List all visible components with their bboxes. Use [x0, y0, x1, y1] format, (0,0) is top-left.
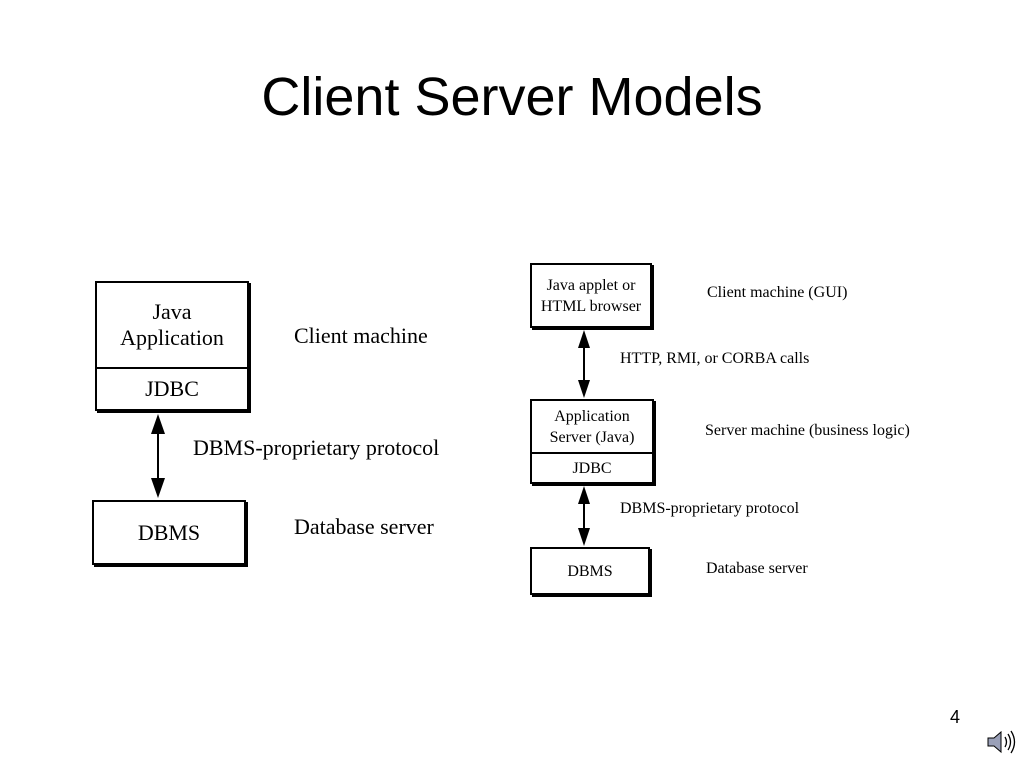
- application-server-line1: Application: [554, 407, 630, 425]
- right-dbms-box: DBMS: [530, 547, 650, 595]
- right-jdbc-box: JDBC: [530, 452, 654, 484]
- left-jdbc-label: JDBC: [145, 376, 199, 401]
- java-applet-box: Java applet or HTML browser: [530, 263, 652, 328]
- left-jdbc-box: JDBC: [95, 367, 249, 411]
- java-applet-line1: Java applet or: [546, 276, 636, 294]
- left-dbms-box: DBMS: [92, 500, 246, 565]
- right-jdbc-label: JDBC: [572, 459, 612, 477]
- slide-title: Client Server Models: [261, 67, 763, 127]
- java-application-line2: Application: [120, 325, 224, 350]
- right-protocol-head-down: [578, 528, 590, 546]
- right-client-machine-label: Client machine (GUI): [707, 284, 848, 301]
- right-server-machine-label: Server machine (business logic): [705, 422, 910, 439]
- right-calls-head-up: [578, 330, 590, 348]
- left-protocol-label: DBMS-proprietary protocol: [193, 435, 440, 460]
- left-dbms-label: DBMS: [137, 519, 201, 545]
- java-application-box: Java Application: [95, 281, 249, 369]
- page-number: 4: [950, 707, 961, 727]
- left-database-server-label: Database server: [294, 514, 434, 539]
- right-calls-label: HTTP, RMI, or CORBA calls: [620, 350, 810, 367]
- speaker-icon[interactable]: [986, 728, 1018, 756]
- right-protocol-head-up: [578, 486, 590, 504]
- application-server-line2: Server (Java): [549, 428, 635, 446]
- left-arrow-head-down: [151, 478, 165, 498]
- java-application-line1: Java: [152, 299, 192, 324]
- right-calls-head-down: [578, 380, 590, 398]
- right-dbms-label: DBMS: [567, 562, 613, 580]
- left-client-machine-label: Client machine: [294, 323, 428, 348]
- application-server-box: Application Server (Java): [530, 399, 654, 454]
- right-protocol-label: DBMS-proprietary protocol: [620, 500, 800, 517]
- left-arrow-head-up: [151, 414, 165, 434]
- right-database-server-label: Database server: [706, 560, 808, 577]
- java-applet-line2: HTML browser: [540, 297, 642, 315]
